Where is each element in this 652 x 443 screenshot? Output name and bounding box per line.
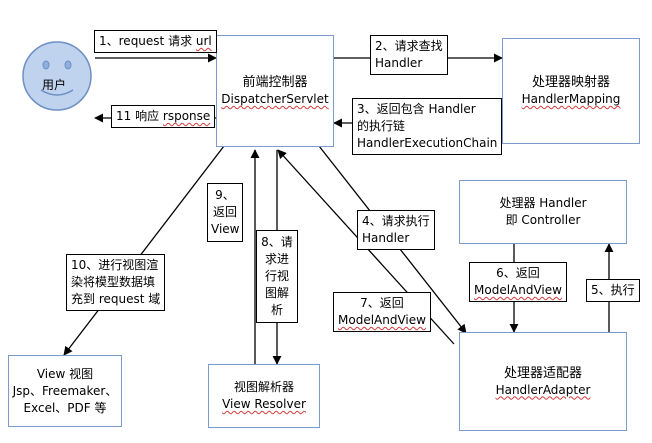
handler-box: 处理器 Handler 即 Controller: [459, 180, 627, 244]
dispatcher-name: DispatcherServlet: [221, 92, 329, 106]
step-6-line-2: ModelAndView: [474, 283, 562, 297]
adapter-title: 处理器适配器: [503, 365, 582, 381]
step-10-line-1: 10、进行视图渲: [71, 258, 159, 272]
step-2-label: 2、请求查找 Handler: [370, 35, 448, 75]
user-label: 用户: [42, 78, 67, 92]
view-resolver-box: 视图解析器 View Resolver: [208, 364, 320, 428]
step-8-label: 8、请求进行视图解析: [256, 230, 298, 323]
handler-name-prefix: 即: [505, 213, 522, 227]
step-1-label: 1、request 请求 url: [94, 30, 217, 53]
step-6-label: 6、返回 ModelAndView: [469, 262, 567, 302]
step-10-line-2: 染将模型数据填: [71, 275, 156, 289]
step-6-line-1: 6、返回: [496, 266, 540, 280]
adapter-name: HandlerAdapter: [495, 382, 591, 397]
step-10-line-3: 充到 request 域: [71, 292, 161, 306]
step-3-line-3: HandlerExecutionChain: [357, 136, 498, 150]
dispatcher-servlet-box: 前端控制器 DispatcherServlet: [216, 35, 334, 147]
mapping-title: 处理器映射器: [531, 75, 610, 90]
step-3-line-2: 的执行链: [357, 119, 406, 133]
step-10-label: 10、进行视图渲 染将模型数据填 充到 request 域: [66, 254, 166, 311]
dispatcher-title: 前端控制器: [242, 75, 308, 90]
mapping-name: HandlerMapping: [521, 92, 621, 106]
resolver-title: 视图解析器: [233, 380, 294, 394]
step-2-line-2: Handler: [375, 56, 423, 70]
step-3-line-1: 3、返回包含 Handler: [357, 102, 476, 116]
step-11-text: 11 响应: [116, 109, 163, 123]
step-2-line-1: 2、请求查找: [375, 39, 443, 53]
step-7-line-1: 7、返回: [360, 296, 404, 310]
view-box: View 视图 Jsp、Freemaker、 Excel、PDF 等: [8, 355, 122, 427]
view-line-2: Jsp、Freemaker、: [12, 383, 118, 398]
step-8-text: 8、请求进行视图解析: [261, 235, 293, 317]
step-5-label: 5、执行: [586, 279, 640, 302]
step-9-label: 9、返回View: [207, 183, 243, 242]
step-11-label: 11 响应 rsponse: [111, 105, 216, 128]
step-11-response: rsponse: [162, 109, 211, 123]
step-7-line-2: ModelAndView: [338, 313, 426, 327]
step-7-label: 7、返回 ModelAndView: [333, 292, 431, 332]
handler-name-line: 即 Controller: [506, 212, 581, 229]
handler-title: 处理器 Handler: [499, 196, 587, 210]
handler-mapping-box: 处理器映射器 HandlerMapping: [502, 38, 640, 144]
arrow-step-10: [63, 145, 225, 356]
view-line-3: Excel、PDF 等: [23, 400, 107, 415]
step-9-text: 9、返回View: [211, 188, 240, 236]
step-1-text: 1、request 请求: [99, 34, 196, 48]
step-1-url: url: [195, 34, 212, 48]
step-5-text: 5、执行: [591, 283, 635, 297]
view-line-1: View 视图: [36, 366, 94, 381]
handler-name: Controller: [521, 213, 581, 227]
user-face-icon: [22, 41, 92, 111]
resolver-name: View Resolver: [222, 397, 306, 411]
handler-adapter-box: 处理器适配器 HandlerAdapter: [459, 332, 627, 431]
step-4-line-1: 4、请求执行: [362, 214, 430, 228]
step-4-line-2: Handler: [362, 231, 410, 245]
step-4-label: 4、请求执行 Handler: [357, 210, 435, 250]
step-3-label: 3、返回包含 Handler 的执行链 HandlerExecutionChai…: [352, 98, 503, 155]
